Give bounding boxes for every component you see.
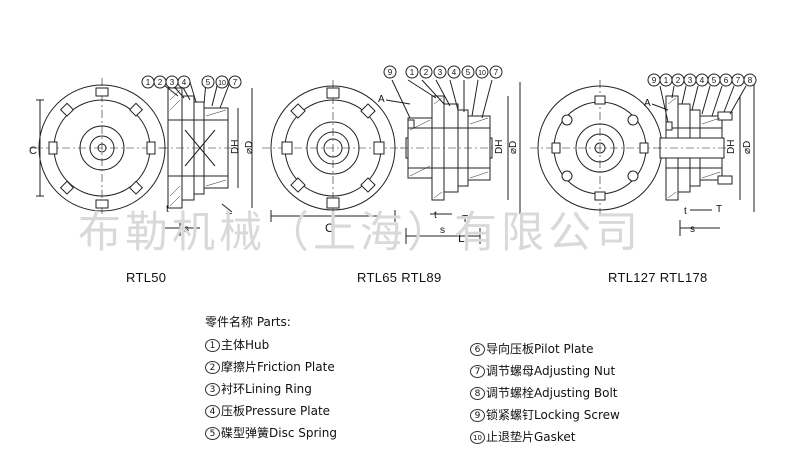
rtl127-dim-a: A [644,98,651,109]
rtl127-dim-dh: DH [726,140,737,154]
part-number-badge: 2 [205,361,220,374]
part-number-badge: 1 [205,339,220,352]
rtl65-callout-2: 2 [424,68,429,77]
rtl50-dim-t-large: T [226,212,232,223]
rtl127-dim-t-large: T [716,204,722,215]
part-name: 调节螺栓Adjusting Bolt [486,386,618,400]
rtl50-callout-5: 5 [206,78,211,87]
rtl127-callout-5: 5 [712,76,717,85]
rtl127-dim-t-small: t [684,206,687,217]
rtl50-front-view [30,78,174,218]
part-number-badge: 8 [470,387,485,400]
rtl50-callouts [141,75,242,89]
model-label-rtl65-rtl89: RTL65 RTL89 [357,270,442,285]
part-name: 调节螺母Adjusting Nut [486,364,616,378]
rtl50-callout-3: 3 [170,78,175,87]
part-number-badge: 7 [470,365,485,378]
rtl50-callout-4: 4 [182,78,187,87]
part-name: 锁紧螺钉Locking Screw [486,408,620,422]
rtl65-dim-t-large: T [462,214,468,225]
part-number-badge: 5 [205,427,220,440]
rtl65-callout-4: 4 [452,68,457,77]
rtl127-front-view [530,80,672,216]
part-name: 导向压板Pilot Plate [486,342,594,356]
rtl127-callout-2: 2 [676,76,681,85]
rtl127-callout-9: 9 [652,76,657,85]
rtl65-callout-7: 7 [494,68,499,77]
rtl65-dim-t-small: t [434,210,437,221]
rtl50-callout-10: 10 [218,80,226,87]
rtl50-dim-c: C [29,145,37,157]
rtl65-callout-10: 10 [478,70,486,77]
rtl50-callout-2: 2 [158,78,163,87]
rtl50-callout-7: 7 [233,78,238,87]
part-name: 碟型弹簧Disc Spring [221,426,337,440]
rtl50-dim-dh: DH [230,140,241,154]
part-number-badge: 3 [205,383,220,396]
rtl127-callouts [647,73,757,87]
rtl65-dim-s: s [440,225,445,236]
rtl127-callout-6: 6 [724,76,729,85]
part-name: 摩擦片Friction Plate [221,360,335,374]
model-label-rtl50: RTL50 [126,270,167,285]
part-name: 衬环Lining Ring [221,382,312,396]
rtl127-dim-s: s [690,224,695,235]
rtl50-dim-t-small: t [166,204,169,215]
part-number-badge: 4 [205,405,220,418]
rtl127-callout-3: 3 [688,76,693,85]
rtl65-callout-9: 9 [388,68,393,77]
rtl127-callout-8: 8 [748,76,753,85]
rtl65-dim-l: L [458,231,465,245]
part-number-badge: 9 [470,409,485,422]
model-label-rtl127-rtl178: RTL127 RTL178 [608,270,708,285]
part-number-badge: 10 [470,431,485,444]
rtl50-dim-s: s [184,224,189,235]
rtl65-callouts [383,65,503,79]
rtl65-section-view [385,79,521,244]
parts-title: 零件名称 Parts: [205,315,291,329]
rtl127-callout-7: 7 [736,76,741,85]
rtl65-callout-3: 3 [438,68,443,77]
rtl127-section-view [651,84,755,236]
part-number-badge: 6 [470,343,485,356]
rtl127-callout-1: 1 [664,76,669,85]
rtl50-section-view [159,81,253,236]
rtl65-dim-c: C [325,221,334,235]
rtl65-dim-dh: DH [494,140,505,154]
rtl127-dim-d: ⌀D [742,141,753,154]
part-name: 止退垫片Gasket [486,430,576,444]
rtl50-callout-1: 1 [146,78,151,87]
rtl65-dim-d: ⌀D [508,141,519,154]
rtl50-dim-d: ⌀D [244,141,255,154]
part-name: 主体Hub [221,338,270,352]
rtl65-dim-a: A [378,94,385,105]
part-name: 压板Pressure Plate [221,404,331,418]
rtl65-callout-5: 5 [466,68,471,77]
rtl65-front-view [262,80,404,222]
rtl127-callout-4: 4 [700,76,705,85]
rtl65-callout-1: 1 [410,68,415,77]
